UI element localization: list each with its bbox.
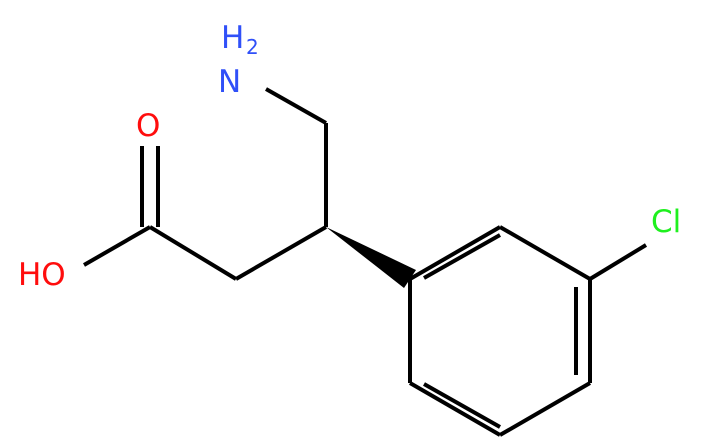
ring-bond-1: [408, 225, 502, 281]
amine-hydrogen-label: H: [221, 20, 244, 56]
bond-amine-ch2: [265, 87, 327, 125]
ring-bond-2: [498, 225, 592, 281]
bond-carboxyl-oh: [83, 225, 151, 267]
ring-bond-4: [498, 381, 592, 437]
ring-bond-5: [408, 381, 502, 437]
amine-nitrogen-label: N: [218, 64, 241, 100]
carbonyl-oxygen-label: O: [136, 108, 160, 144]
ring-inner-bond-3: [423, 382, 501, 429]
wedge-bond: [326, 227, 416, 288]
atom-labels: N H 2 O HO Cl: [18, 20, 681, 293]
amine-subscript-label: 2: [246, 35, 259, 59]
bond-ch2-carbonyl: [148, 225, 238, 281]
bond-chiral-ch2: [234, 225, 328, 281]
hydroxyl-label: HO: [18, 257, 66, 293]
ring-inner-bond-1: [423, 233, 501, 280]
chlorine-label: Cl: [651, 204, 681, 240]
bond-group: [83, 87, 648, 437]
bond-ring-chlorine: [588, 243, 648, 281]
